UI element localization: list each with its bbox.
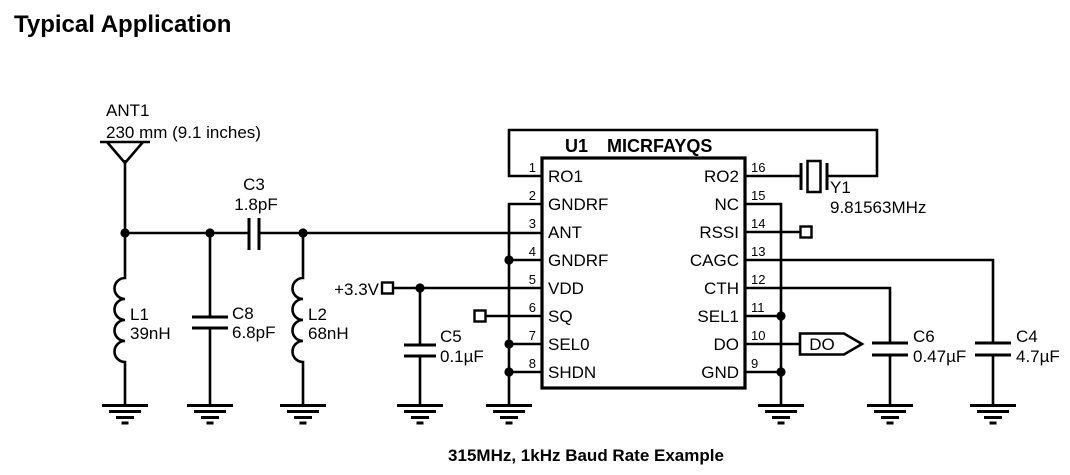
crystal-body: [806, 159, 822, 194]
pin-name-ro2: RO2: [704, 167, 739, 186]
pin-number-7: 7: [529, 328, 536, 343]
l2-value: 68nH: [308, 324, 349, 343]
junction-dot: [504, 367, 514, 377]
page-title: Typical Application: [14, 11, 231, 38]
pin-name-sq: SQ: [548, 307, 573, 326]
capacitor-c8: C8 6.8pF: [192, 304, 275, 342]
c3-ref: C3: [243, 175, 265, 194]
antenna-ant1: ANT1 230 mm (9.1 inches): [100, 101, 261, 165]
inductor-l2: L2 68nH: [291, 233, 349, 405]
junction-dot: [776, 311, 786, 321]
capacitor-c6: C6 0.47µF: [872, 327, 966, 366]
pin-number-4: 4: [529, 244, 536, 259]
pin-number-5: 5: [529, 272, 536, 287]
c4-ref: C4: [1016, 327, 1038, 346]
pin-number-15: 15: [751, 188, 765, 203]
junction-dot: [298, 228, 308, 238]
junction-dot: [120, 228, 130, 238]
inductor-l1: L1 39nH: [113, 233, 171, 405]
pin-number-10: 10: [751, 328, 765, 343]
capacitor-icon: [404, 343, 436, 358]
pin-name-ant: ANT: [548, 223, 582, 242]
pin-name-nc: NC: [714, 195, 739, 214]
capacitor-icon: [247, 218, 261, 250]
crystal-y1: Y1 9.81563MHz: [799, 159, 926, 217]
pin-name-shdn: SHDN: [548, 363, 596, 382]
capacitor-icon: [975, 341, 1011, 357]
do-flag-label: DO: [809, 335, 835, 354]
do-flag-shape: [798, 332, 865, 356]
y1-ref: Y1: [830, 178, 851, 197]
capacitor-c3: C3 1.8pF: [234, 175, 278, 250]
do-output-flag: DO: [798, 332, 865, 356]
l1-ref: L1: [130, 305, 149, 324]
pin-number-11: 11: [751, 300, 765, 315]
pin-number-3: 3: [529, 216, 536, 231]
pin-number-9: 9: [751, 356, 758, 371]
pin-name-cth: CTH: [704, 279, 739, 298]
pin-number-14: 14: [751, 216, 765, 231]
c5-value: 0.1µF: [440, 347, 484, 366]
c8-value: 6.8pF: [232, 323, 275, 342]
pin-name-sel0: SEL0: [548, 335, 590, 354]
c8-ref: C8: [232, 304, 254, 323]
ic-body: [540, 156, 747, 390]
c5-ref: C5: [440, 327, 462, 346]
pin-name-do: DO: [714, 335, 740, 354]
pin-name-gnd: GND: [701, 363, 739, 382]
junction-dot: [415, 283, 425, 293]
antenna-ref: ANT1: [106, 101, 149, 120]
pin-number-8: 8: [529, 356, 536, 371]
pin-name-rssi: RSSI: [699, 223, 739, 242]
antenna-icon: [100, 140, 150, 165]
inductor-coil-icon: [291, 233, 305, 405]
capacitor-icon: [872, 341, 908, 357]
pin-name-gndrf-4: GNDRF: [548, 251, 608, 270]
l1-value: 39nH: [130, 324, 171, 343]
junction-dot: [504, 339, 514, 349]
pin-number-16: 16: [751, 160, 765, 175]
c4-value: 4.7µF: [1016, 347, 1060, 366]
sq-terminal-square: [473, 309, 487, 323]
c6-value: 0.47µF: [913, 347, 966, 366]
ic-ref: U1: [565, 136, 588, 156]
rssi-terminal-square: [799, 225, 813, 239]
pin-number-2: 2: [529, 188, 536, 203]
junction-dot: [776, 367, 786, 377]
pin-name-ro1: RO1: [548, 167, 583, 186]
crystal-icon: [799, 163, 829, 190]
pin-number-6: 6: [529, 300, 536, 315]
pin-name-cagc: CAGC: [690, 251, 739, 270]
schematic-caption: 315MHz, 1kHz Baud Rate Example: [448, 446, 724, 465]
pin-name-gndrf-2: GNDRF: [548, 195, 608, 214]
junction-dot: [205, 228, 215, 238]
capacitor-c5: C5 0.1µF: [404, 327, 484, 366]
y1-value: 9.81563MHz: [830, 198, 926, 217]
l2-ref: L2: [308, 305, 327, 324]
pin-name-vdd: VDD: [548, 279, 584, 298]
junction-dots: [120, 228, 786, 377]
supply-label: +3.3V: [334, 280, 380, 299]
antenna-value: 230 mm (9.1 inches): [106, 123, 261, 142]
pin-number-12: 12: [751, 272, 765, 287]
capacitor-c4: C4 4.7µF: [975, 327, 1060, 366]
c6-ref: C6: [913, 327, 935, 346]
ic-part-number: MICRFAYQS: [607, 136, 712, 156]
ic-u1: U1 MICRFAYQS RO1 GNDRF ANT GNDRF VDD SQ …: [529, 136, 765, 390]
capacitor-icon: [192, 315, 228, 330]
pin-name-sel1: SEL1: [697, 307, 739, 326]
c3-value: 1.8pF: [234, 195, 277, 214]
supply-terminal-square: [380, 281, 395, 295]
pin-number-1: 1: [529, 160, 536, 175]
pin-number-13: 13: [751, 244, 765, 259]
inductor-coil-icon: [113, 233, 127, 405]
junction-dot: [504, 255, 514, 265]
